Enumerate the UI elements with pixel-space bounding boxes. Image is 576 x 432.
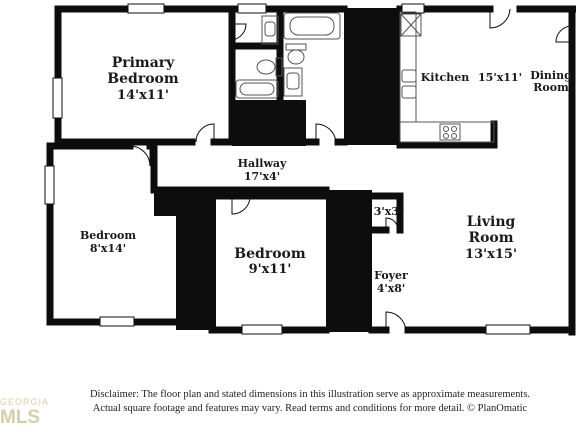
foyer-label: Foyer	[374, 269, 408, 282]
disclaimer-line2: Actual square footage and features may v…	[92, 403, 528, 414]
dining-room-label-line2: Room	[533, 81, 569, 94]
door-swing	[385, 217, 399, 231]
door-swing	[489, 8, 511, 29]
hallway-label: Hallway	[238, 157, 287, 170]
window	[241, 324, 283, 335]
bathtub-basin	[239, 82, 275, 96]
door-swing	[195, 123, 215, 143]
door-swing	[385, 311, 407, 333]
fixtures	[235, 11, 495, 143]
window	[44, 165, 55, 205]
kitchen-sink	[401, 69, 417, 83]
refrigerator	[400, 13, 422, 37]
door-swing	[231, 197, 251, 215]
windows	[44, 3, 531, 335]
sink	[264, 21, 276, 37]
bathtub-basin	[289, 16, 335, 36]
kitchen-label: Kitchen	[421, 71, 470, 84]
living-room-label-line1: Living	[467, 214, 516, 230]
disclaimer: Disclaimer: The floor plan and stated di…	[60, 388, 560, 416]
primary-bedroom-dims: 14'x11'	[117, 88, 169, 103]
window	[485, 324, 531, 335]
door-swing	[229, 23, 247, 41]
bedroom-left-dims: 8'x14'	[90, 242, 126, 255]
window	[99, 316, 135, 327]
door-swing	[129, 145, 151, 167]
toilet-bowl	[256, 59, 276, 75]
kitchen-dims: 15'x11'	[478, 71, 522, 84]
toilet-tank	[275, 57, 283, 77]
bathtub	[235, 79, 279, 99]
bedroom-left-label: Bedroom	[80, 229, 136, 242]
vanity	[283, 67, 303, 97]
kitchen-sink	[401, 85, 417, 99]
room-labels: Primary Bedroom 14'x11' Kitchen 15'x11' …	[80, 55, 572, 295]
door-swing	[555, 25, 573, 43]
window	[127, 3, 165, 14]
door-swing	[315, 123, 337, 143]
mls-watermark: GEORGIA MLS	[0, 397, 60, 428]
toilet-bowl	[287, 49, 305, 65]
primary-bedroom-label-line2: Bedroom	[107, 71, 179, 87]
primary-bedroom-label-line1: Primary	[112, 55, 175, 71]
window	[237, 3, 267, 14]
living-room-dims: 13'x15'	[465, 247, 517, 262]
stove	[439, 123, 461, 141]
living-room-label-line2: Room	[468, 230, 513, 246]
watermark-line2: MLS	[0, 407, 41, 428]
hallway-dims: 17'x4'	[244, 170, 280, 183]
bedroom-center-dims: 9'x11'	[249, 262, 292, 277]
closet-dims: 3'x3'	[374, 205, 403, 218]
foyer-dims: 4'x8'	[377, 282, 406, 295]
toilet-tank	[285, 43, 307, 51]
watermark-line1: GEORGIA	[0, 397, 50, 407]
walls	[154, 8, 400, 332]
vanity	[261, 15, 279, 45]
kitchen-counter	[399, 121, 495, 143]
bathtub	[283, 12, 341, 40]
doors	[129, 8, 573, 333]
disclaimer-line1: Disclaimer: The floor plan and stated di…	[89, 389, 531, 400]
window	[401, 3, 425, 14]
window	[52, 77, 63, 119]
dining-room-label-line1: Dining	[530, 69, 572, 82]
bedroom-center-label: Bedroom	[234, 246, 306, 262]
sink	[286, 72, 300, 90]
